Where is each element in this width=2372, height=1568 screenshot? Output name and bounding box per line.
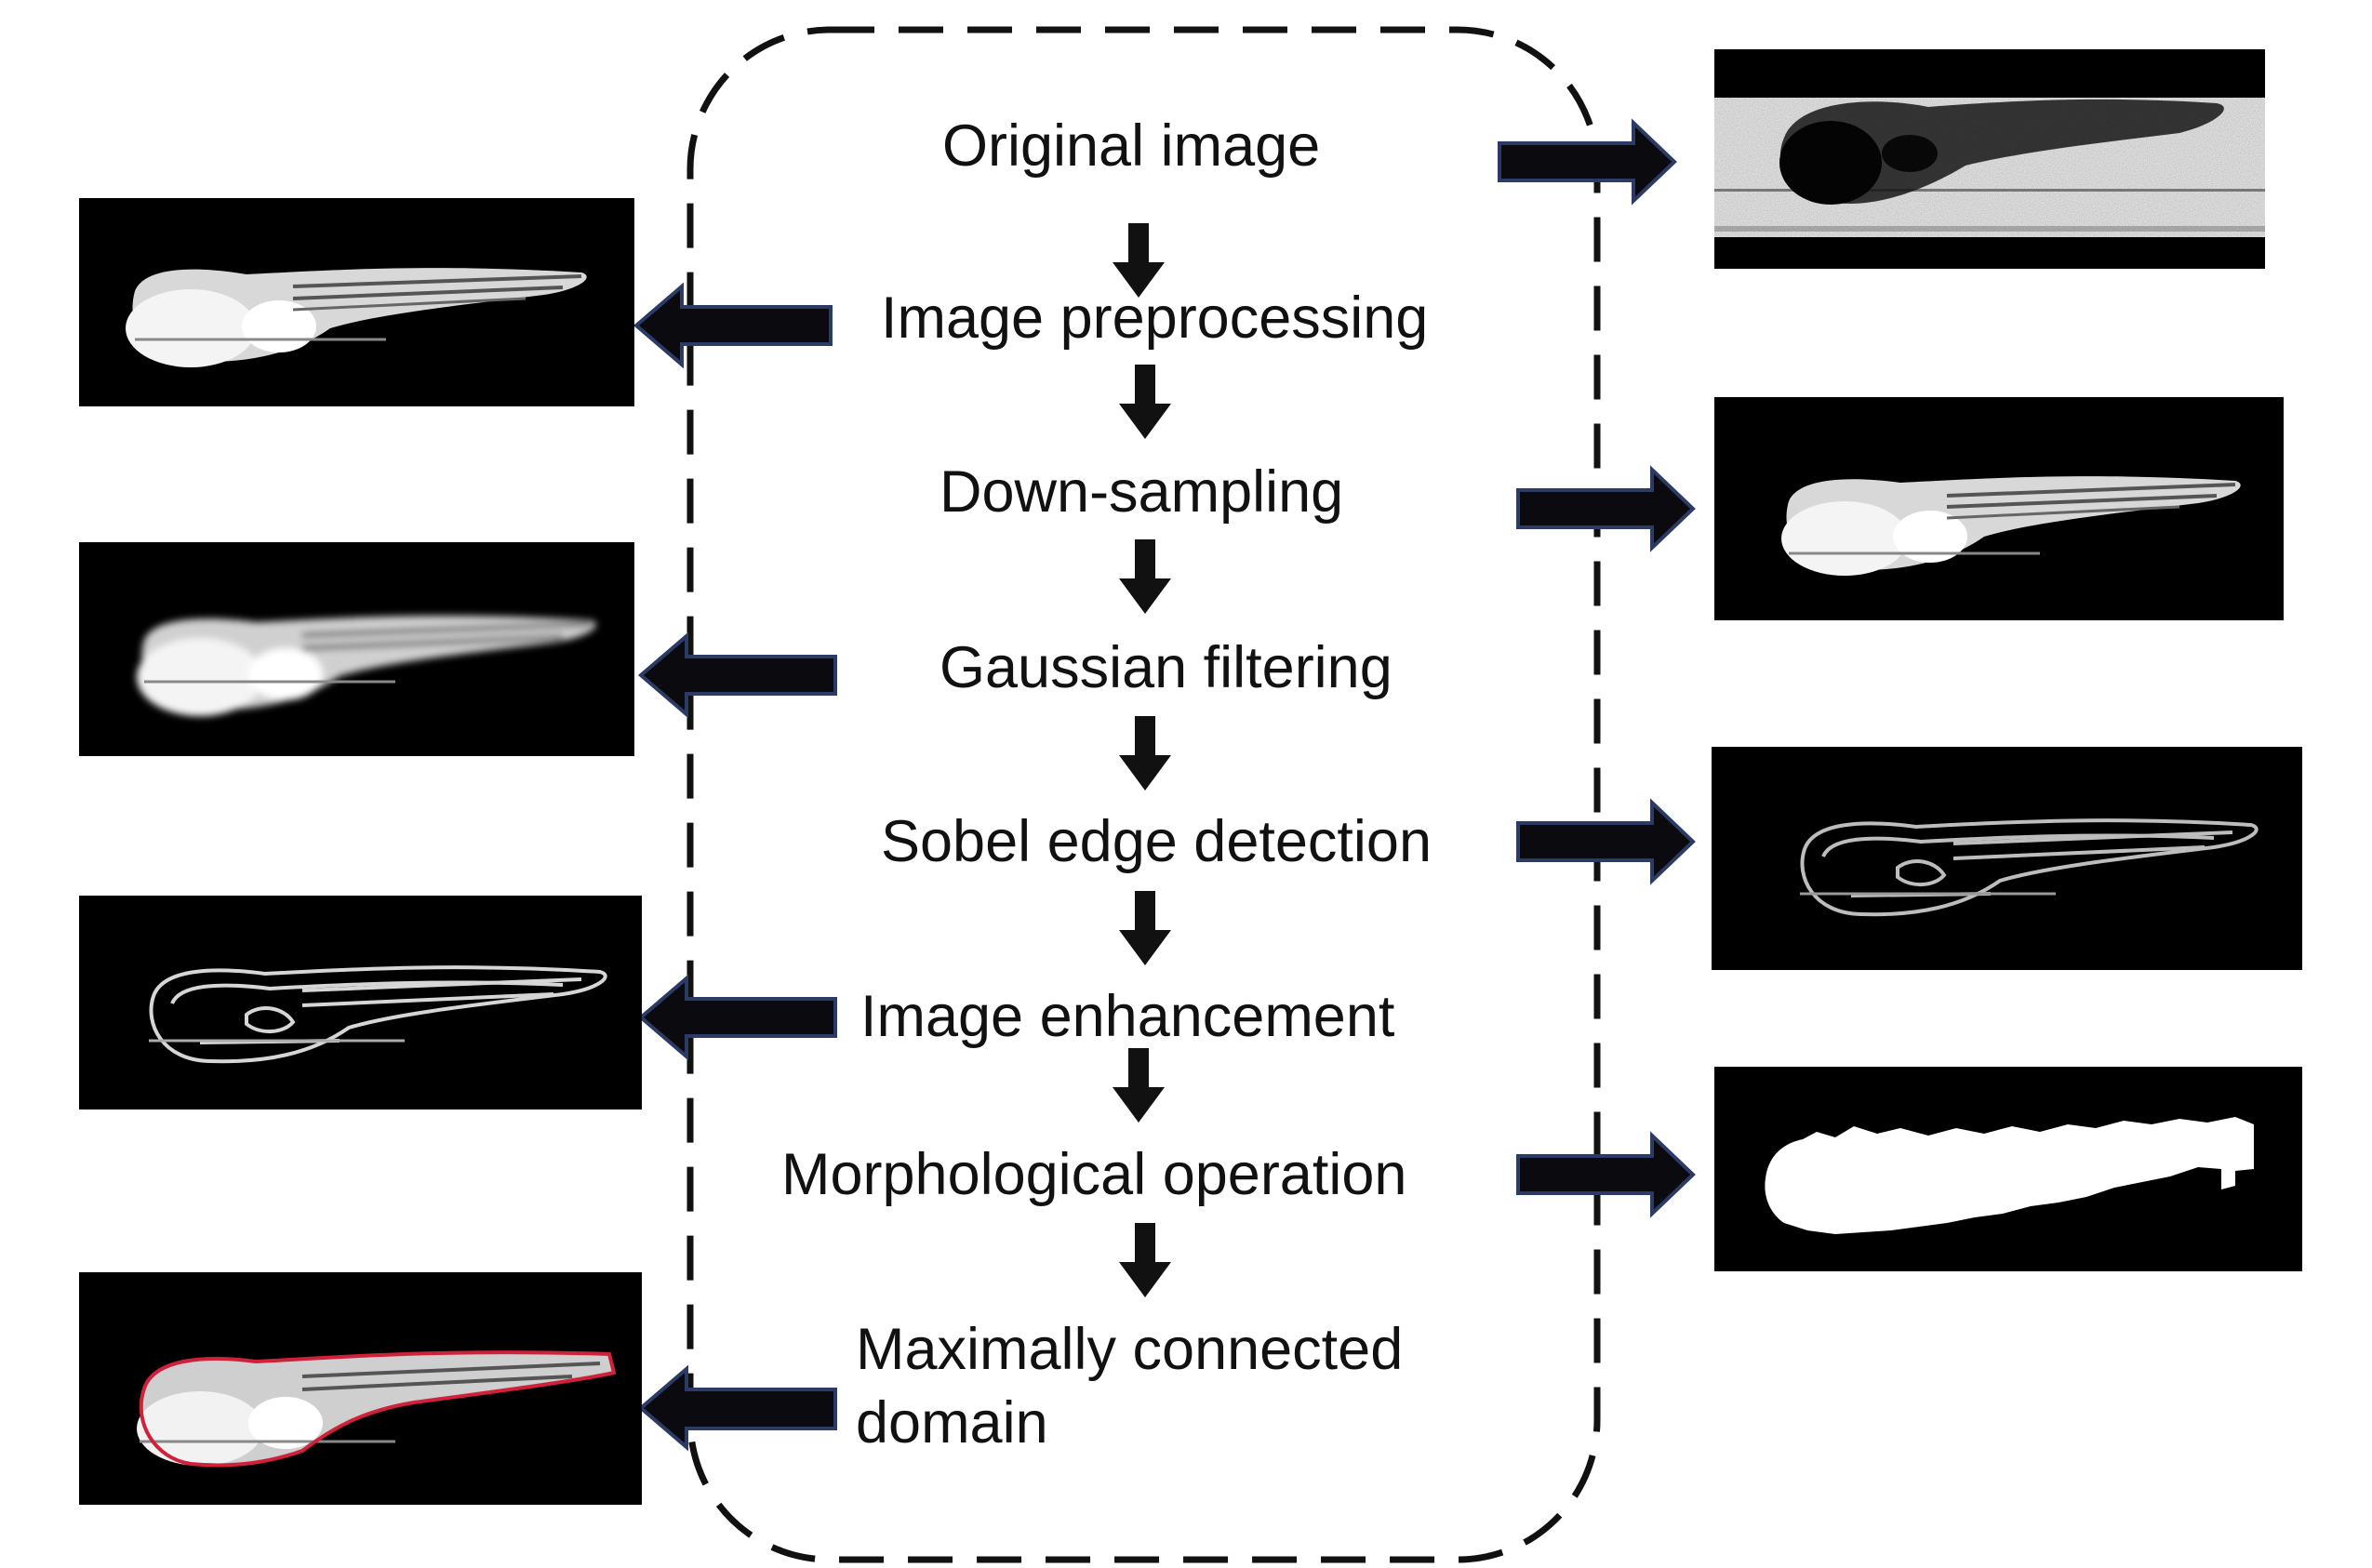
step-image-preprocessing: Image preprocessing xyxy=(881,286,1429,351)
panel-morphological-operation xyxy=(1714,1067,2302,1271)
step-down-sampling: Down-sampling xyxy=(939,459,1344,525)
panel-image-preprocessing xyxy=(79,198,634,406)
step-sobel-edge-detection: Sobel edge detection xyxy=(881,809,1432,874)
side-arrow-enhancement xyxy=(637,974,837,1061)
panel-image-enhancement xyxy=(79,896,642,1110)
flow-arrow-3 xyxy=(1119,539,1171,614)
step-gaussian-filtering: Gaussian filtering xyxy=(939,635,1393,700)
step-maximally-connected-line2: domain xyxy=(856,1390,1048,1455)
side-arrow-morphology xyxy=(1516,1131,1696,1218)
flow-arrow-1 xyxy=(1113,223,1165,298)
flow-arrow-4 xyxy=(1119,716,1171,791)
side-arrow-gaussian xyxy=(637,631,837,719)
panel-down-sampling xyxy=(1714,397,2284,620)
side-arrow-original xyxy=(1498,118,1677,206)
panel-sobel-edge-detection xyxy=(1712,747,2302,970)
side-arrow-preprocessing xyxy=(633,282,833,369)
panel-original-image xyxy=(1714,49,2265,269)
side-arrow-downsampling xyxy=(1516,465,1696,552)
side-arrow-sobel xyxy=(1516,798,1696,885)
step-original-image: Original image xyxy=(942,113,1321,179)
flow-arrow-6 xyxy=(1113,1048,1165,1123)
step-image-enhancement: Image enhancement xyxy=(860,984,1395,1049)
flow-arrow-7 xyxy=(1119,1223,1171,1297)
panel-maximally-connected-domain xyxy=(79,1272,642,1505)
dashed-container xyxy=(686,26,1601,1563)
step-maximally-connected-line1: Maximally connected xyxy=(856,1317,1404,1382)
flow-arrow-5 xyxy=(1119,891,1171,965)
flow-arrow-2 xyxy=(1119,365,1171,439)
panel-gaussian-filtering xyxy=(79,542,634,756)
side-arrow-domain xyxy=(637,1364,837,1452)
step-morphological-operation: Morphological operation xyxy=(781,1142,1407,1207)
